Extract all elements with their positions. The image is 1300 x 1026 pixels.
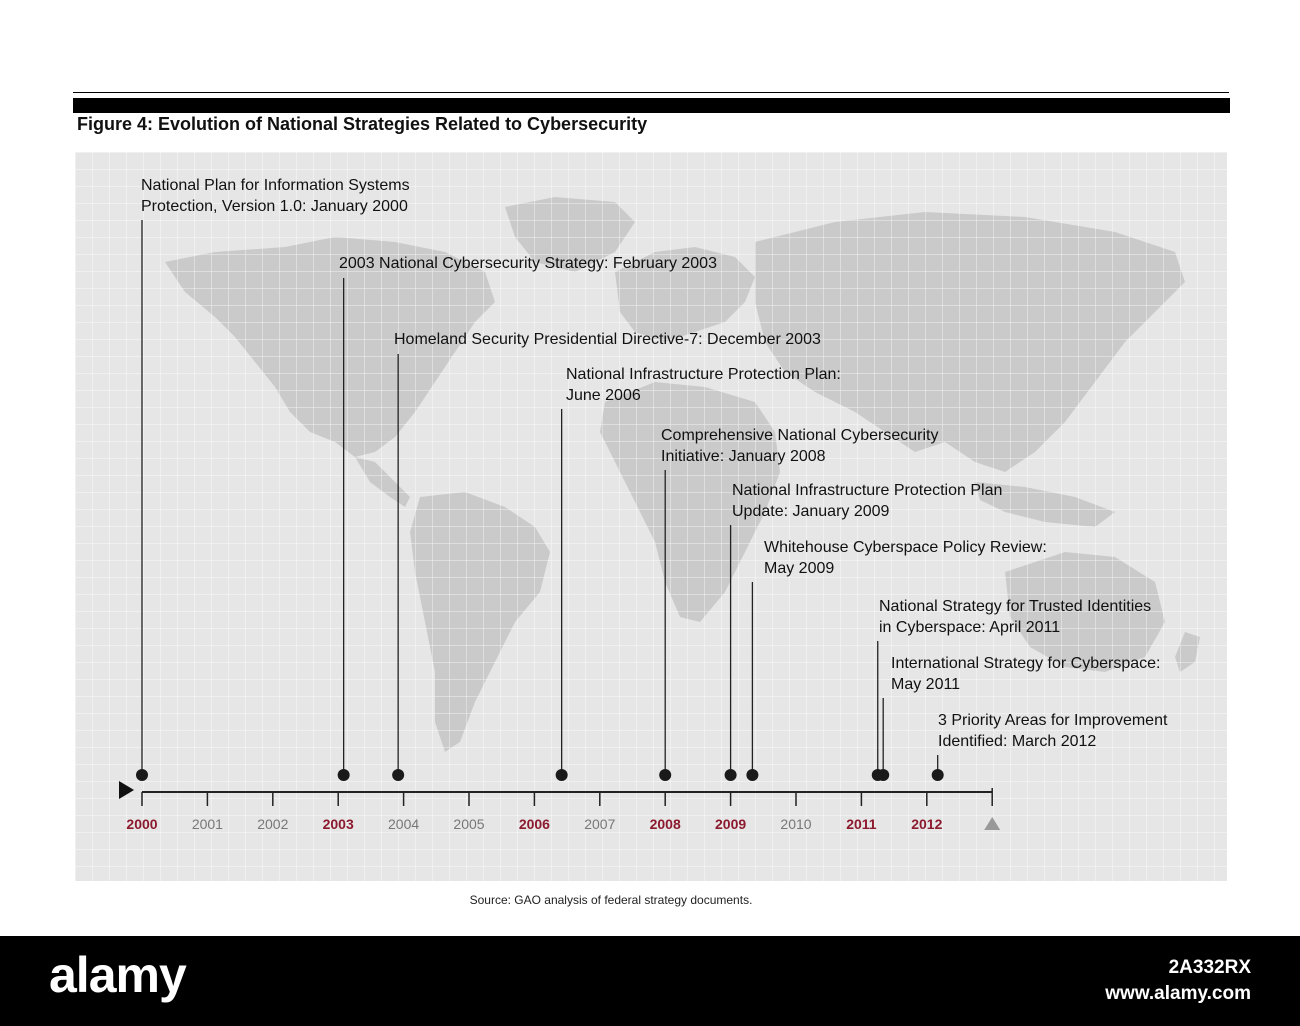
event-label: Homeland Security Presidential Directive… [394, 331, 821, 348]
year-label: 2009 [715, 816, 746, 832]
year-label: 2008 [650, 816, 681, 832]
year-label: 2011 [846, 816, 877, 832]
event-label: Whitehouse Cyberspace Policy Review: [764, 539, 1047, 556]
event-label: in Cyberspace: April 2011 [879, 619, 1060, 636]
event-label: Protection, Version 1.0: January 2000 [141, 198, 408, 215]
event-label: Comprehensive National Cybersecurity [661, 427, 938, 444]
event-label: Identified: March 2012 [938, 733, 1096, 750]
event-label: National Infrastructure Protection Plan [732, 482, 1002, 499]
year-label: 2006 [519, 816, 550, 832]
year-label: 2003 [323, 816, 354, 832]
event-marker [659, 769, 672, 781]
year-label: 2010 [780, 816, 811, 832]
brand-logo: alamy [49, 947, 187, 1003]
event-marker [337, 769, 350, 781]
event-marker [746, 769, 759, 781]
year-label: 2005 [453, 816, 484, 832]
timeline-start-arrow [119, 781, 134, 799]
watermark-footer: alamy 2A332RX www.alamy.com [0, 936, 1300, 1026]
event-label: May 2011 [891, 676, 960, 693]
event-label: 3 Priority Areas for Improvement [938, 712, 1168, 729]
image-id: 2A332RX [1168, 957, 1251, 978]
figure-title: Figure 4: Evolution of National Strategi… [77, 114, 648, 134]
event-label: Initiative: January 2008 [661, 448, 826, 465]
event-marker [931, 769, 944, 781]
year-label: 2007 [584, 816, 615, 832]
event-label: June 2006 [566, 387, 641, 404]
year-label: 2001 [192, 816, 223, 832]
timeline-diagram: 2000 2001 2002 2003 2004 2005 2006 2007 2008 2009… [75, 152, 1227, 881]
event-label: May 2009 [764, 560, 834, 577]
event-label: International Strategy for Cyberspace: [891, 655, 1160, 672]
year-label: 2004 [388, 816, 419, 832]
year-label: 2002 [257, 816, 288, 832]
year-label: 2000 [126, 816, 157, 832]
timeline-panel: 2000 2001 2002 2003 2004 2005 2006 2007 2008 2009… [75, 152, 1227, 881]
event-label: National Plan for Information Systems [141, 177, 410, 194]
event-marker [136, 769, 148, 781]
year-label: 2012 [911, 816, 942, 832]
top-rule [73, 92, 1229, 93]
event-marker [392, 769, 405, 781]
event-marker [555, 769, 568, 781]
source-note: Source: GAO analysis of federal strategy… [469, 893, 753, 907]
title-bar [73, 98, 1230, 113]
event-label: National Strategy for Trusted Identities [879, 598, 1151, 615]
event-marker [877, 769, 890, 781]
event-label: Update: January 2009 [732, 503, 890, 520]
timeline-end-triangle [984, 817, 1001, 830]
brand-url: www.alamy.com [1105, 983, 1251, 1004]
event-label: National Infrastructure Protection Plan: [566, 366, 841, 383]
event-marker [724, 769, 737, 781]
event-label: 2003 National Cybersecurity Strategy: Fe… [339, 255, 717, 272]
